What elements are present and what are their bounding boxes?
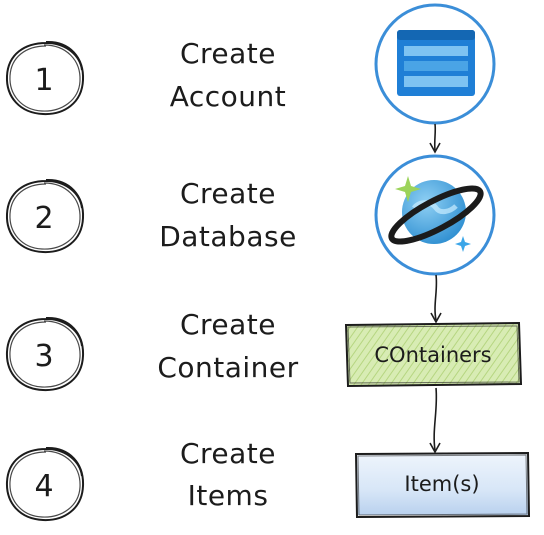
containers-box: COntainers xyxy=(344,321,523,388)
step-1: 1 Create Account xyxy=(5,37,287,116)
step-3-title-line2: Container xyxy=(157,351,298,384)
step-number-circle-3: 3 xyxy=(5,316,85,392)
step-number-2: 2 xyxy=(34,201,53,236)
step-3: 3 Create Container xyxy=(5,308,298,392)
items-box: Item(s) xyxy=(354,451,531,519)
step-number-3: 3 xyxy=(34,339,53,374)
step-number-4: 4 xyxy=(34,469,53,504)
step-4: 4 Create Items xyxy=(5,437,276,522)
step-1-title-line1: Create xyxy=(180,37,276,70)
step-2-title-line1: Create xyxy=(180,177,276,210)
step-2-title-line2: Database xyxy=(159,220,297,253)
containers-box-label: COntainers xyxy=(374,343,491,367)
sparkle-green-icon xyxy=(395,176,421,202)
storage-account-icon xyxy=(374,3,496,125)
flow-arrow-3 xyxy=(429,387,441,454)
step-number-circle-2: 2 xyxy=(5,178,85,254)
step-4-title-line1: Create xyxy=(180,437,276,470)
flow-arrow-2 xyxy=(430,274,442,324)
step-2: 2 Create Database xyxy=(5,177,297,254)
step-number-1: 1 xyxy=(34,63,53,98)
step-4-title-line2: Items xyxy=(188,479,269,512)
step-3-title-line1: Create xyxy=(180,308,276,341)
flow-arrow-1 xyxy=(429,123,441,154)
items-box-label: Item(s) xyxy=(404,472,479,496)
cosmos-db-planet-icon xyxy=(374,154,496,276)
step-1-title-line2: Account xyxy=(170,80,287,113)
step-number-circle-4: 4 xyxy=(5,446,85,522)
step-number-circle-1: 1 xyxy=(5,40,85,116)
sparkle-blue-icon xyxy=(455,236,471,252)
